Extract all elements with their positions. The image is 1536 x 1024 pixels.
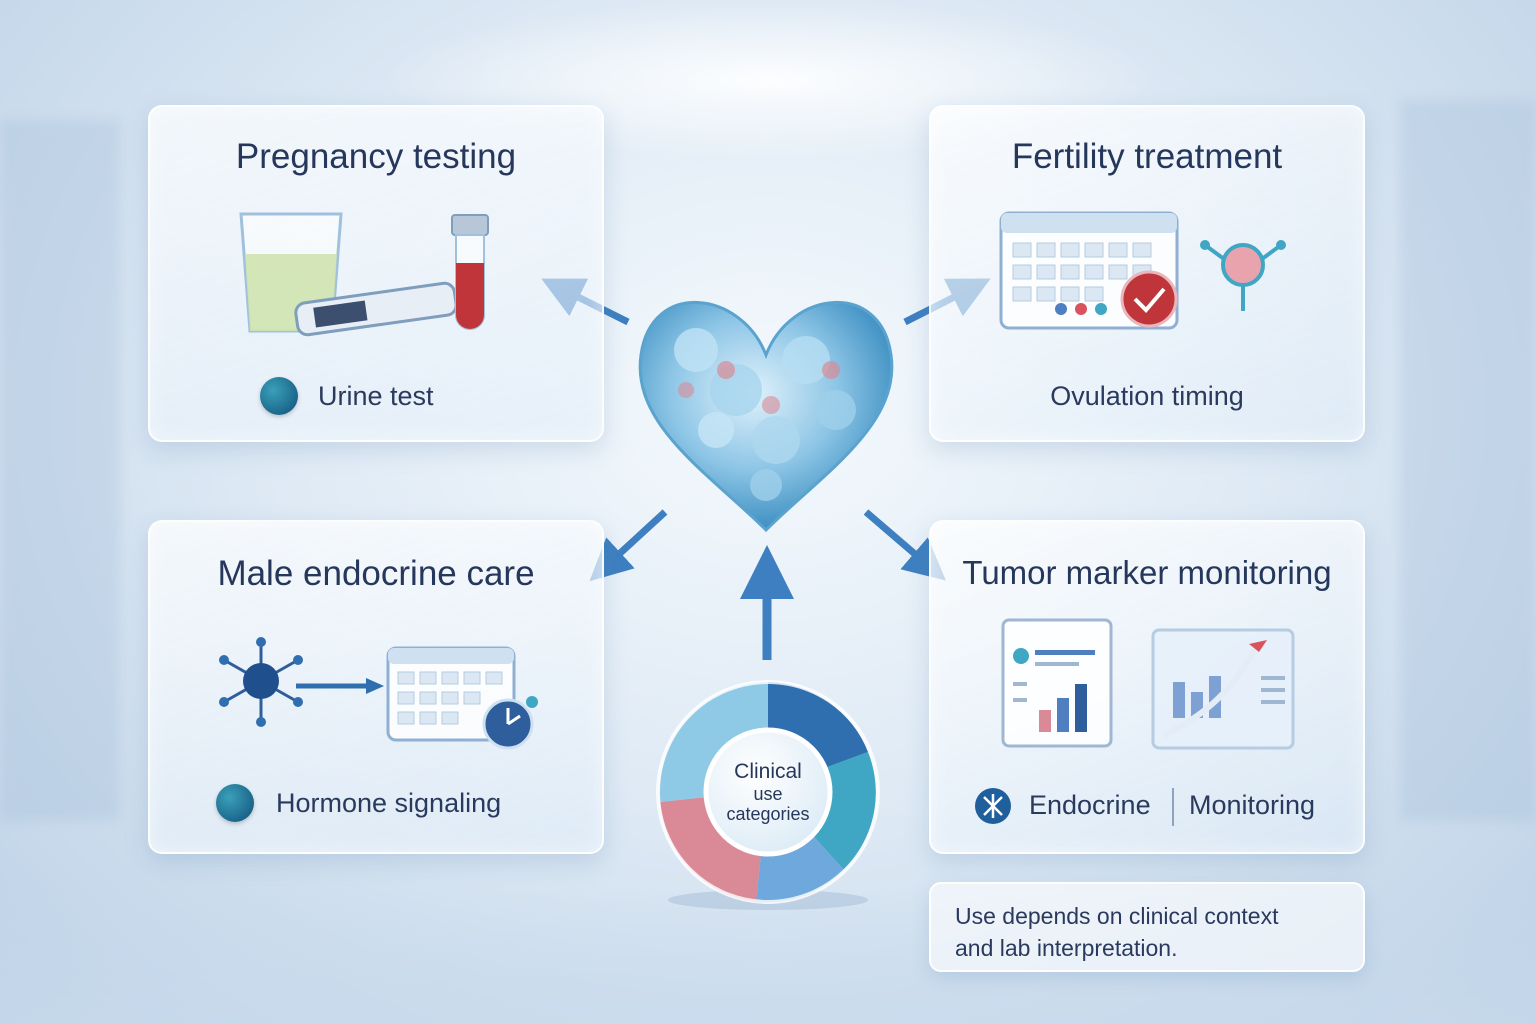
blood-tube-icon [451,214,489,330]
check-badge-icon [260,377,298,415]
note-line2: and lab interpretation. [955,935,1178,961]
disclaimer-note: Use depends on clinical context and lab … [929,882,1365,972]
card-title: Pregnancy testing [235,137,517,176]
snowflake-icon [975,788,1011,824]
card-title: Tumor marker monitoring [962,554,1332,591]
card-subtitle-right: Monitoring [1189,790,1316,820]
card-title: Male endocrine care [217,554,535,593]
card-fertility-treatment[interactable]: Fertility treatment Ovulation timing [929,105,1365,442]
background-shelf-right [1400,100,1536,820]
card-pregnancy-testing[interactable]: Pregnancy testing Urine test [148,105,604,442]
trend-chart-icon [1151,628,1295,750]
check-seal-icon [1120,270,1178,328]
subtitle-divider [1172,788,1174,826]
egg-cell-icon [1200,240,1286,311]
background-shelf-left [0,120,120,820]
clock-icon [482,696,538,750]
speech-badge-icon [216,784,254,822]
card-subtitle: Hormone signaling [276,788,502,818]
report-chart-icon [1001,618,1113,748]
calendar-icon [386,646,516,742]
arrow-to-tumor [863,509,946,581]
flow-arrow-icon [296,678,384,694]
ring-label-line1: Clinical [734,760,802,783]
ring-label-line3: categories [726,804,810,824]
card-title: Fertility treatment [1011,137,1283,176]
ring-label-line2: use [753,784,783,804]
card-male-endocrine-care[interactable]: Male endocrine care Hormone signaling [148,520,604,854]
arrow-to-male [589,509,668,582]
test-strip-icon [294,281,458,337]
card-tumor-marker-monitoring[interactable]: Tumor marker monitoring Endocrine Monito… [929,520,1365,854]
clinical-use-ring [656,680,880,910]
note-line1: Use depends on clinical context [955,903,1279,929]
protein-heart-icon [638,301,894,533]
card-subtitle-left: Endocrine [1029,790,1151,820]
card-subtitle: Ovulation timing [1050,381,1244,411]
ring-label: Clinical use categories [708,760,828,824]
molecule-icon [219,637,303,727]
card-subtitle: Urine test [318,381,434,411]
